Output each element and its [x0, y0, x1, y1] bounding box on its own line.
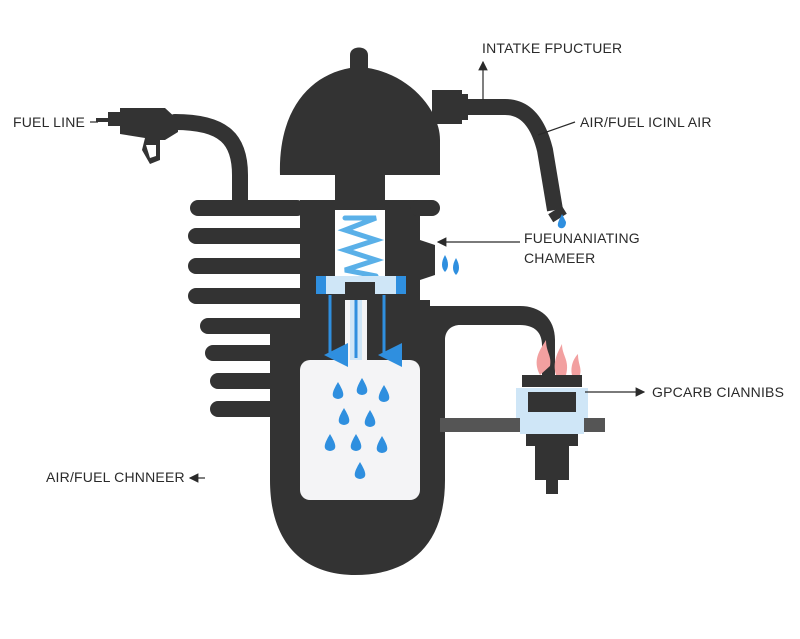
carburetor-main-body [270, 300, 555, 575]
spring-icon [336, 215, 385, 279]
fuel-line-tube [167, 114, 248, 213]
intake-dome [279, 47, 468, 175]
fuel-nozzle-icon [96, 108, 178, 164]
fuel-drop-icon [350, 434, 362, 451]
fuel-spray-icon [442, 255, 459, 275]
fuel-drop-icon [356, 378, 368, 395]
fuel-drop-icon [378, 385, 390, 402]
label-intake: INTATKE FPUCTUER [482, 40, 623, 56]
fuel-droplets [324, 378, 390, 479]
label-fuel-line: FUEL LINE [13, 114, 86, 130]
mixing-chamber-block [300, 200, 440, 300]
fuel-drop-icon [364, 410, 376, 427]
fuel-drop-icon [557, 214, 566, 229]
fuel-drop-icon [376, 436, 388, 453]
label-spark: GPCARB CIANNIBS [652, 384, 785, 400]
fuel-drop-icon [332, 382, 344, 399]
label-air-fuel-chamber: AIR/FUEL CHNNEER [46, 469, 185, 485]
intake-pipe [468, 99, 567, 223]
fuel-drop-icon [338, 408, 350, 425]
throttle-plate [316, 276, 406, 294]
spark-flame-icon [536, 340, 581, 375]
label-air-fuel-ignition: AIR/FUEL ICINL AIR [580, 114, 712, 130]
leader-lines [90, 60, 646, 483]
spark-plug-icon [516, 375, 588, 494]
fuel-drop-icon [324, 434, 336, 451]
fuel-jet [324, 295, 402, 367]
label-chamber-line2: CHAMEER [524, 250, 596, 266]
label-chamber-line1: FUEUNANIATING [524, 230, 640, 246]
fuel-drop-icon [354, 462, 366, 479]
